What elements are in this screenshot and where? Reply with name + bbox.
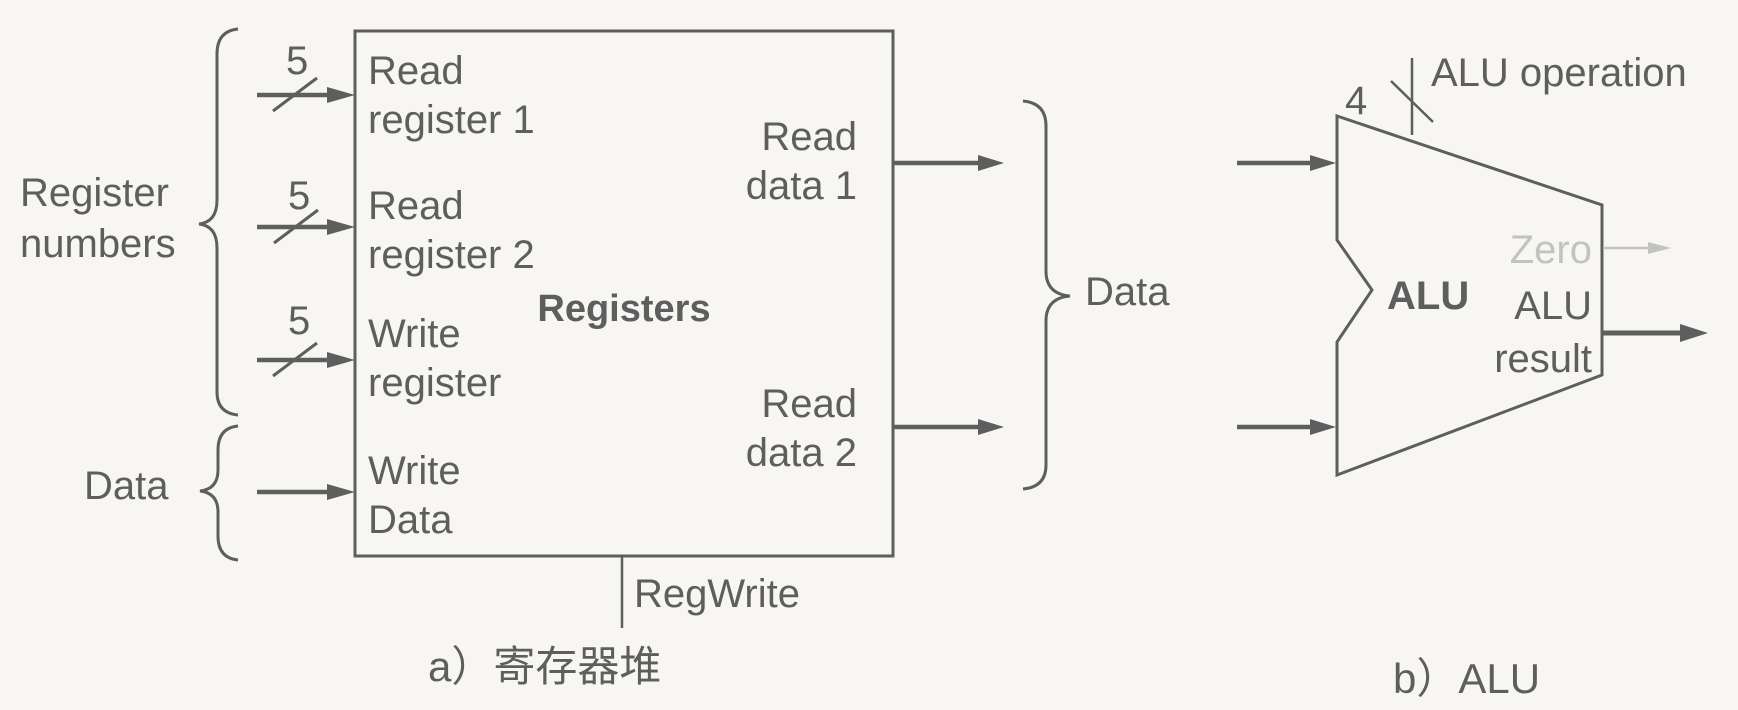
registers-box [353, 29, 895, 558]
data-out-label: Data [1085, 270, 1170, 314]
port-read-data-1-line2: data 1 [745, 164, 857, 208]
zero-label: Zero [1509, 228, 1592, 272]
register-numbers-line2: numbers [20, 222, 176, 266]
alu-shape [1335, 113, 1604, 478]
alu-input-1-arrowhead [1310, 155, 1336, 171]
bus-slash-2 [273, 208, 319, 245]
port-read-data-2-line1: Read [761, 382, 857, 426]
port-read-data-2-line2: data 2 [745, 431, 857, 475]
alu-operation-slash [1390, 80, 1434, 123]
write-data-arrowhead [327, 484, 355, 500]
alu-result-line1: ALU [1514, 284, 1592, 328]
data-in-label: Data [84, 464, 169, 508]
read-register-2-arrowhead [327, 219, 355, 235]
port-write-data-line1: Write [368, 449, 461, 493]
port-read-register-2: Read register 2 [368, 182, 535, 280]
port-write-register: Write register [368, 310, 501, 408]
register-numbers-line1: Register [20, 171, 169, 215]
read-data-2-arrowhead [978, 419, 1004, 435]
caption-alu: b）ALU [1393, 655, 1541, 702]
zero-arrowhead [1648, 242, 1671, 254]
bus-slash-3 [272, 341, 318, 378]
bus-width-label-2: 5 [288, 174, 311, 218]
port-write-register-line2: register [368, 361, 502, 405]
regwrite-label: RegWrite [634, 572, 800, 616]
line-art [198, 27, 1682, 628]
alu-result-label: ALU result [1494, 280, 1592, 386]
port-write-register-line1: Write [368, 312, 461, 356]
read-data-1-arrowhead [978, 155, 1004, 171]
port-read-register-2-line1: Read [368, 184, 464, 228]
port-read-data-1-line1: Read [761, 115, 857, 159]
port-read-data-2: Read data 2 [746, 380, 857, 478]
port-read-register-2-line2: register 2 [368, 233, 535, 277]
port-read-register-1-line1: Read [368, 49, 464, 93]
port-write-data-line2: Data [368, 498, 453, 542]
alu-operation-width-label: 4 [1345, 79, 1368, 123]
alu-result-arrowhead [1680, 324, 1708, 342]
zero-arrowhead-group [1648, 242, 1671, 254]
bus-slash-1 [272, 76, 318, 113]
port-write-data: Write Data [368, 447, 461, 545]
alu-title: ALU [1387, 274, 1470, 318]
read-register-1-arrowhead [327, 87, 355, 103]
bus-width-label-1: 5 [286, 39, 309, 83]
bus-width-label-3: 5 [288, 299, 311, 343]
alu-input-2-arrowhead [1310, 419, 1336, 435]
read-data-brace [1022, 99, 1071, 491]
port-read-register-1: Read register 1 [368, 47, 535, 145]
register-numbers-label: Register numbers [20, 168, 176, 270]
write-data-brace [199, 424, 239, 562]
alu-operation-label: ALU operation [1431, 51, 1687, 95]
arrowheads [327, 87, 1708, 500]
caption-register-file: a）寄存器堆 [428, 643, 662, 690]
write-register-arrowhead [327, 352, 355, 368]
port-read-register-1-line2: register 1 [368, 98, 535, 142]
port-read-data-1: Read data 1 [746, 113, 857, 211]
register-numbers-brace [198, 27, 239, 417]
registers-title: Registers [537, 288, 711, 330]
alu-result-line2: result [1494, 337, 1592, 381]
